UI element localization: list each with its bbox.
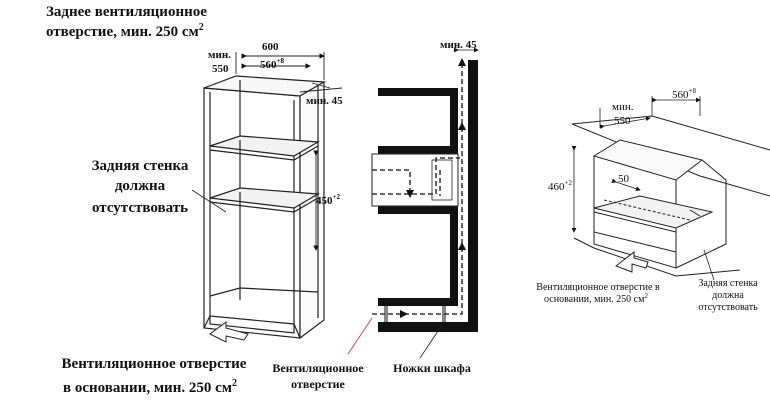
dim-min: мин.: [208, 49, 231, 61]
bottom-vent-arrow: [209, 321, 249, 343]
right-vent-arrow: [614, 250, 649, 273]
top-label-line1: Заднее вентиляционное: [46, 4, 207, 20]
top-label-line2: отверстие, мин. 250 см2: [46, 22, 204, 40]
rear-wall-label-3: отсутствовать: [92, 200, 188, 216]
legs-label: Ножки шкафа: [393, 361, 471, 375]
rear-wall-label-1: Задняя стенка: [92, 158, 189, 174]
bottom-vent-label-2: в основании, мин. 250 см2: [63, 378, 237, 396]
vent-hole-label-1: Вентиляционное: [272, 361, 364, 375]
r-dim-460: 460+2: [548, 179, 572, 193]
right-vent-label-2: основании, мин. 250 см2: [544, 292, 648, 305]
right-rear-label-2: должна: [712, 290, 744, 301]
r-dim-50: 50: [618, 173, 630, 185]
dim-550: 550: [212, 63, 229, 75]
right-vent-label-1: Вентиляционное отверстие в: [536, 282, 660, 293]
section-drawing: [347, 47, 479, 359]
rear-wall-label-2: должна: [115, 178, 166, 194]
tall-cabinet-drawing: [203, 75, 326, 340]
right-rear-label-3: отсутствовать: [698, 302, 758, 313]
dim-600: 600: [262, 41, 279, 53]
bottom-vent-label-1: Вентиляционное отверстие: [62, 356, 247, 372]
dim-min45-section: мин. 45: [440, 39, 477, 51]
vent-hole-label-2: отверстие: [291, 377, 345, 391]
dim-560: 560+8: [260, 57, 284, 71]
dim-min45-left: мин. 45: [306, 95, 343, 107]
right-rear-label-1: Задняя стенка: [698, 278, 758, 289]
drawer-cabinet-drawing: [571, 115, 770, 277]
r-dim-560: 560+8: [672, 87, 696, 101]
dim-450: 450+2: [316, 193, 340, 207]
right-dimension-lines: [571, 96, 715, 281]
r-dim-550: 550: [614, 115, 631, 127]
left-leader-lines: [191, 189, 227, 213]
left-dimension-lines: [235, 52, 343, 251]
r-dim-min: мин.: [612, 101, 634, 113]
